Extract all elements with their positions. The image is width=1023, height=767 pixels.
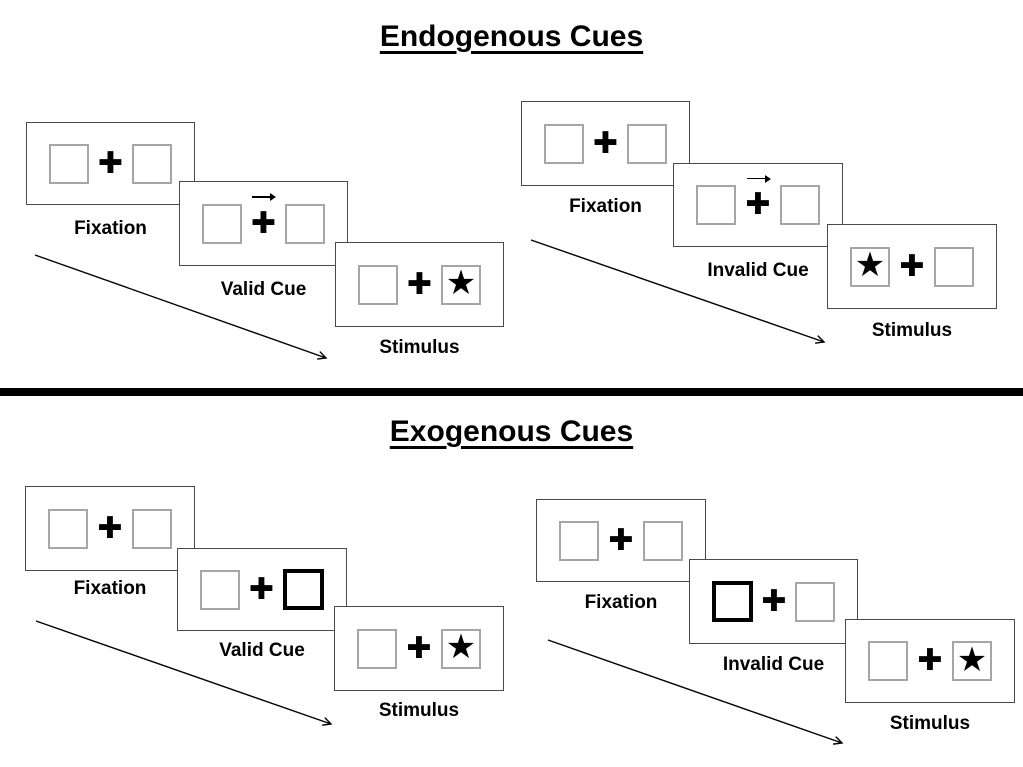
fixation-cross-icon: ✚ [761,583,787,619]
fixation-cross-icon: ✚ [97,145,124,181]
fixation-point: ✚ [608,522,634,558]
cue-screen: ✚ [179,181,348,266]
placeholder-square-left [544,123,584,164]
panel-label: Stimulus [889,713,971,734]
placeholder-square-right [284,203,325,244]
fixation-point: ✚ [406,266,433,302]
stimulus-screen: ✚ ★ [335,242,504,327]
placeholder-square-right [794,581,835,622]
target-square-left: ★ [850,245,890,287]
placeholder-square-right [642,520,683,561]
panel-label: Valid Cue [219,640,305,661]
placeholder-square-left [696,185,736,225]
panel-label: Stimulus [378,700,460,721]
timeline-arrow-endogenous-valid [34,254,328,360]
panel-label: Invalid Cue [722,654,825,675]
cue-screen: ✚ [689,559,858,644]
timeline-arrow-endogenous-invalid [530,239,826,344]
right-arrow-cue-icon [252,193,277,202]
fixation-point: ✚ [761,583,787,619]
section-title-endogenous: Endogenous Cues [0,20,1023,54]
placeholder-square-left [49,143,89,184]
placeholder-square-left [559,520,599,561]
panel-label: Fixation [584,592,658,613]
fixation-cross-icon: ✚ [97,510,123,546]
fixation-screen: ✚ [26,122,195,205]
panel-label: Invalid Cue [707,260,809,281]
fixation-cross-icon: ✚ [592,125,619,161]
fixation-point: ✚ [745,174,771,222]
stimulus-screen: ✚ ★ [334,606,504,691]
timeline-arrow-exogenous-invalid [547,639,844,745]
placeholder-square-left [202,203,242,244]
fixation-point: ✚ [250,193,277,241]
fixation-screen: ✚ [536,499,706,582]
fixation-point: ✚ [406,630,432,666]
cue-screen: ✚ [673,163,843,247]
panel-label: Stimulus [379,337,460,358]
fixation-point: ✚ [97,145,124,181]
fixation-cross-icon: ✚ [899,248,925,284]
fixation-cross-icon: ✚ [248,571,275,607]
fixation-cross-icon: ✚ [608,522,634,558]
panel-label: Fixation [74,218,147,239]
placeholder-square-left [357,628,397,669]
fixation-cross-icon: ✚ [745,187,771,222]
panel-label: Fixation [73,578,147,599]
fixation-cross-icon: ✚ [250,205,277,241]
fixation-cross-icon: ✚ [406,266,433,302]
stimulus-screen: ★ ✚ [827,224,997,309]
fixation-point: ✚ [899,248,925,284]
placeholder-square-left [48,508,88,549]
cue-screen: ✚ [177,548,347,631]
placeholder-square-right [779,185,820,225]
placeholder-square-left [358,264,398,305]
target-square-right: ★ [951,639,992,681]
panel-label: Stimulus [871,320,953,341]
section-title-exogenous: Exogenous Cues [0,415,1023,449]
timeline-arrow-exogenous-valid [35,620,333,726]
fixation-screen: ✚ [521,101,690,186]
fixation-point: ✚ [592,125,619,161]
placeholder-square-right [131,508,172,549]
panel-label: Valid Cue [220,279,307,300]
right-arrow-cue-icon [746,174,771,183]
bold-cue-square-left [712,581,753,622]
fixation-cross-icon: ✚ [917,643,943,678]
target-square-right: ★ [440,627,481,669]
stimulus-screen: ✚ ★ [845,619,1015,703]
star-target-icon: ★ [956,639,988,680]
placeholder-square-right [131,143,172,184]
section-title-text: Exogenous Cues [389,415,634,448]
bold-cue-square-right [282,569,324,610]
fixation-point: ✚ [917,646,942,676]
panel-label: Fixation [569,196,642,217]
placeholder-square-left [200,569,240,610]
star-target-icon: ★ [445,263,477,303]
placeholder-square-right [626,123,667,164]
fixation-point: ✚ [248,571,275,607]
target-square-right: ★ [440,263,481,305]
star-target-icon: ★ [854,245,886,285]
star-target-icon: ★ [445,627,477,667]
placeholder-square-left [868,641,908,681]
fixation-screen: ✚ [25,486,195,571]
fixation-point: ✚ [97,510,123,546]
placeholder-square-right [933,246,974,287]
section-divider-line [0,388,1023,396]
section-title-text: Endogenous Cues [379,20,644,53]
fixation-cross-icon: ✚ [406,630,432,666]
